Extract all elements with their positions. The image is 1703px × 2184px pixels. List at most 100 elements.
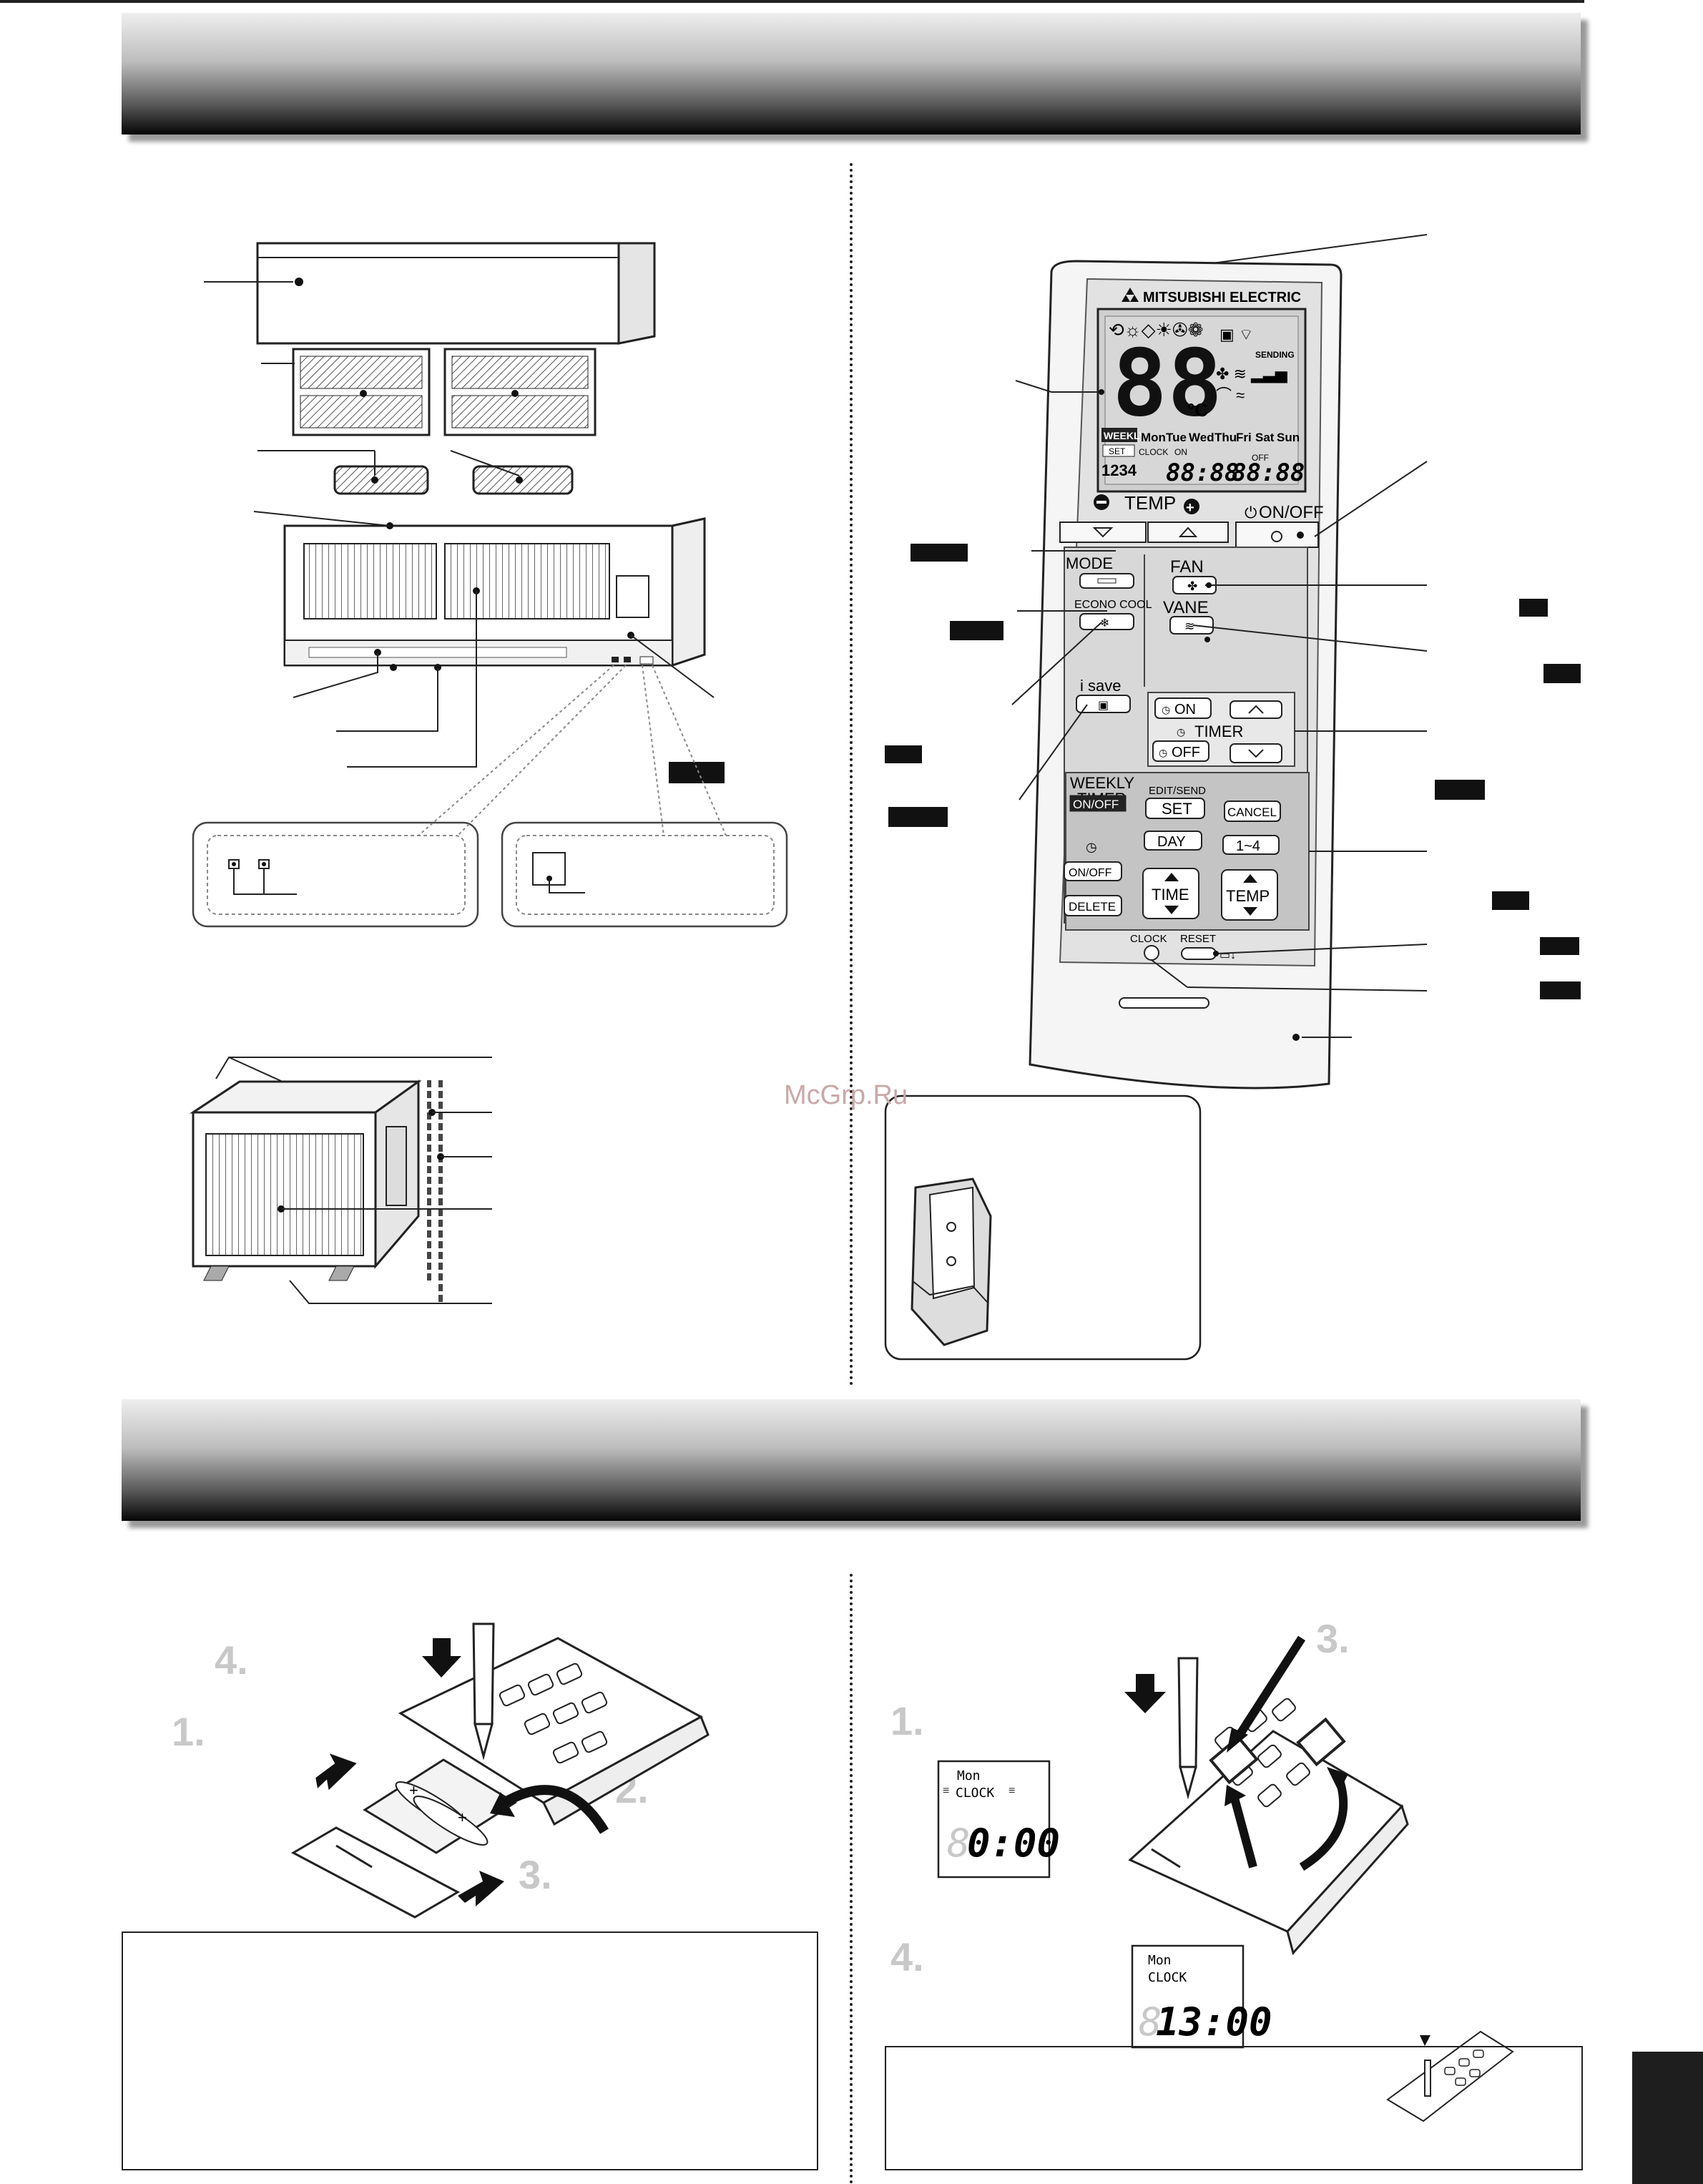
section-banner-parts	[122, 13, 1581, 134]
cancel-button[interactable]	[1224, 800, 1281, 822]
clock-label: CLOCK	[1130, 933, 1167, 945]
timer-off-button[interactable]	[1152, 740, 1209, 762]
section-banner-preparation	[122, 1399, 1581, 1521]
brand-label: MITSUBISHI ELECTRIC	[1143, 290, 1301, 305]
program-1-4-button[interactable]	[1222, 835, 1280, 855]
indicator-callouts	[192, 665, 788, 928]
lcd-clock: CLOCK	[1139, 447, 1168, 457]
insert-arrow-icon	[501, 1785, 609, 1834]
mitsubishi-logo-icon	[1122, 288, 1139, 302]
program-1-4-label: 1~4	[1236, 838, 1260, 854]
battery-note-box	[122, 1931, 818, 2170]
time-button[interactable]	[1142, 868, 1199, 919]
temp-down-button[interactable]	[1059, 521, 1147, 543]
air-cleaning-filters	[257, 450, 574, 495]
lcd-temperature: 88	[1112, 330, 1222, 437]
remote-leader-lines	[1011, 234, 1428, 1038]
clock-lcd-1: Mon CLOCK ≡ ≡ 8 0:00	[937, 1760, 1060, 1879]
weekly-on-off-small-button[interactable]	[1064, 861, 1122, 881]
lcd-time-a: 88:88	[1166, 459, 1239, 487]
clock-note-box	[885, 2046, 1583, 2170]
svg-text:0:00: 0:00	[967, 1821, 1060, 1866]
i-save-button[interactable]	[1076, 695, 1131, 713]
svg-text:≡: ≡	[1008, 1785, 1015, 1797]
vane-button[interactable]	[1169, 616, 1214, 635]
page-tab	[1632, 2052, 1703, 2184]
svg-text:Fri: Fri	[1236, 431, 1252, 444]
temp-up-button[interactable]	[1147, 521, 1229, 543]
time-label: TIME	[1152, 886, 1189, 904]
lcd-sending: SENDING	[1255, 350, 1295, 360]
lcd-unit: °C	[1187, 399, 1208, 421]
battery-step-1: 1.	[172, 1709, 205, 1754]
svg-text:Tue: Tue	[1166, 431, 1187, 444]
lcd-isave-icon: ▣ ⌔	[1219, 325, 1254, 343]
clock-step-4: 4.	[890, 1934, 924, 1979]
lcd-set: SET	[1109, 446, 1126, 456]
column-divider-top	[850, 163, 853, 1386]
timer-on-button[interactable]	[1154, 697, 1212, 719]
svg-text:Mon: Mon	[1141, 431, 1166, 444]
air-filters	[261, 348, 597, 436]
slide-left-arrow-icon	[315, 1753, 357, 1791]
step3-arrow-icon	[1233, 1635, 1306, 1741]
battery-step-4: 4.	[215, 1637, 248, 1683]
fan-label: FAN	[1170, 557, 1204, 577]
weekly-on-off-button[interactable]	[1069, 795, 1127, 812]
mode-label: MODE	[1066, 554, 1113, 572]
svg-text:Wed: Wed	[1189, 431, 1214, 444]
lcd-off: OFF	[1252, 453, 1269, 463]
weekly-on-off-label: ON/OFF	[1073, 798, 1119, 811]
set-button[interactable]	[1145, 798, 1205, 819]
vane-label: VANE	[1163, 598, 1209, 617]
timer-down-button[interactable]	[1230, 743, 1282, 763]
battery-step-3: 3.	[519, 1852, 552, 1897]
svg-text:Sun: Sun	[1277, 431, 1300, 444]
weekly-temp-button[interactable]	[1221, 869, 1278, 921]
econo-cool-label: ECONO COOL	[1074, 599, 1152, 611]
column-divider-bottom	[850, 1574, 853, 2184]
top-rule	[0, 0, 1584, 3]
lcd-weekly: WEEKLY	[1104, 430, 1146, 441]
highlighted-timer-button	[1296, 1717, 1346, 1767]
weekly-on-off-small-label: ON/OFF	[1069, 867, 1112, 879]
timer-off-clock-icon: ◷	[1159, 747, 1167, 758]
edit-send-label: EDIT/SEND	[1149, 785, 1206, 797]
front-panel	[204, 242, 656, 345]
weekly-timer-label-1: WEEKLY	[1070, 774, 1134, 792]
delete-label: DELETE	[1069, 900, 1116, 914]
delete-button[interactable]	[1064, 895, 1122, 916]
lcd-vane-icon: ⌒ ≈	[1216, 386, 1245, 404]
econo-cool-button[interactable]	[1079, 613, 1134, 630]
vane-icon: ≋	[1184, 620, 1194, 633]
indoor-unit-body	[253, 511, 725, 783]
on-off-button[interactable]	[1235, 521, 1319, 548]
timer-up-button[interactable]	[1230, 700, 1282, 719]
slide-right-arrow-icon	[458, 1871, 504, 1906]
clock-pen-icon	[1177, 1657, 1199, 1768]
svg-text:Mon: Mon	[957, 1768, 981, 1783]
on-off-label: ON/OFF	[1259, 503, 1324, 522]
reset-label: RESET	[1180, 933, 1216, 945]
svg-text:+: +	[458, 1808, 467, 1826]
remote-holder	[911, 1177, 992, 1346]
battery-remote-buttons	[499, 1663, 608, 1764]
lcd-mode-icons: ⟲☼◇☀✇❁	[1109, 319, 1204, 341]
svg-text:Sat: Sat	[1255, 431, 1275, 444]
i-save-icon: ▣	[1098, 700, 1109, 712]
weekly-temp-label: TEMP	[1226, 887, 1270, 905]
i-save-label: i save	[1080, 677, 1121, 695]
lcd-on: ON	[1174, 447, 1187, 457]
day-button[interactable]	[1144, 831, 1202, 851]
svg-text:+: +	[409, 1781, 418, 1799]
fan-icon: ✤	[1187, 579, 1197, 593]
timer-icon: ◷	[1177, 726, 1185, 738]
clock-lcd-2: Mon CLOCK 8 13:00	[1131, 1944, 1272, 2049]
remote-slot	[1119, 997, 1209, 1009]
set-label: SET	[1162, 800, 1192, 818]
svg-text:8: 8	[1139, 1999, 1162, 2045]
econo-cool-icon: ❄	[1100, 617, 1109, 630]
svg-text:CLOCK: CLOCK	[1148, 1970, 1187, 1985]
step2-arrow-icon	[1230, 1794, 1257, 1869]
